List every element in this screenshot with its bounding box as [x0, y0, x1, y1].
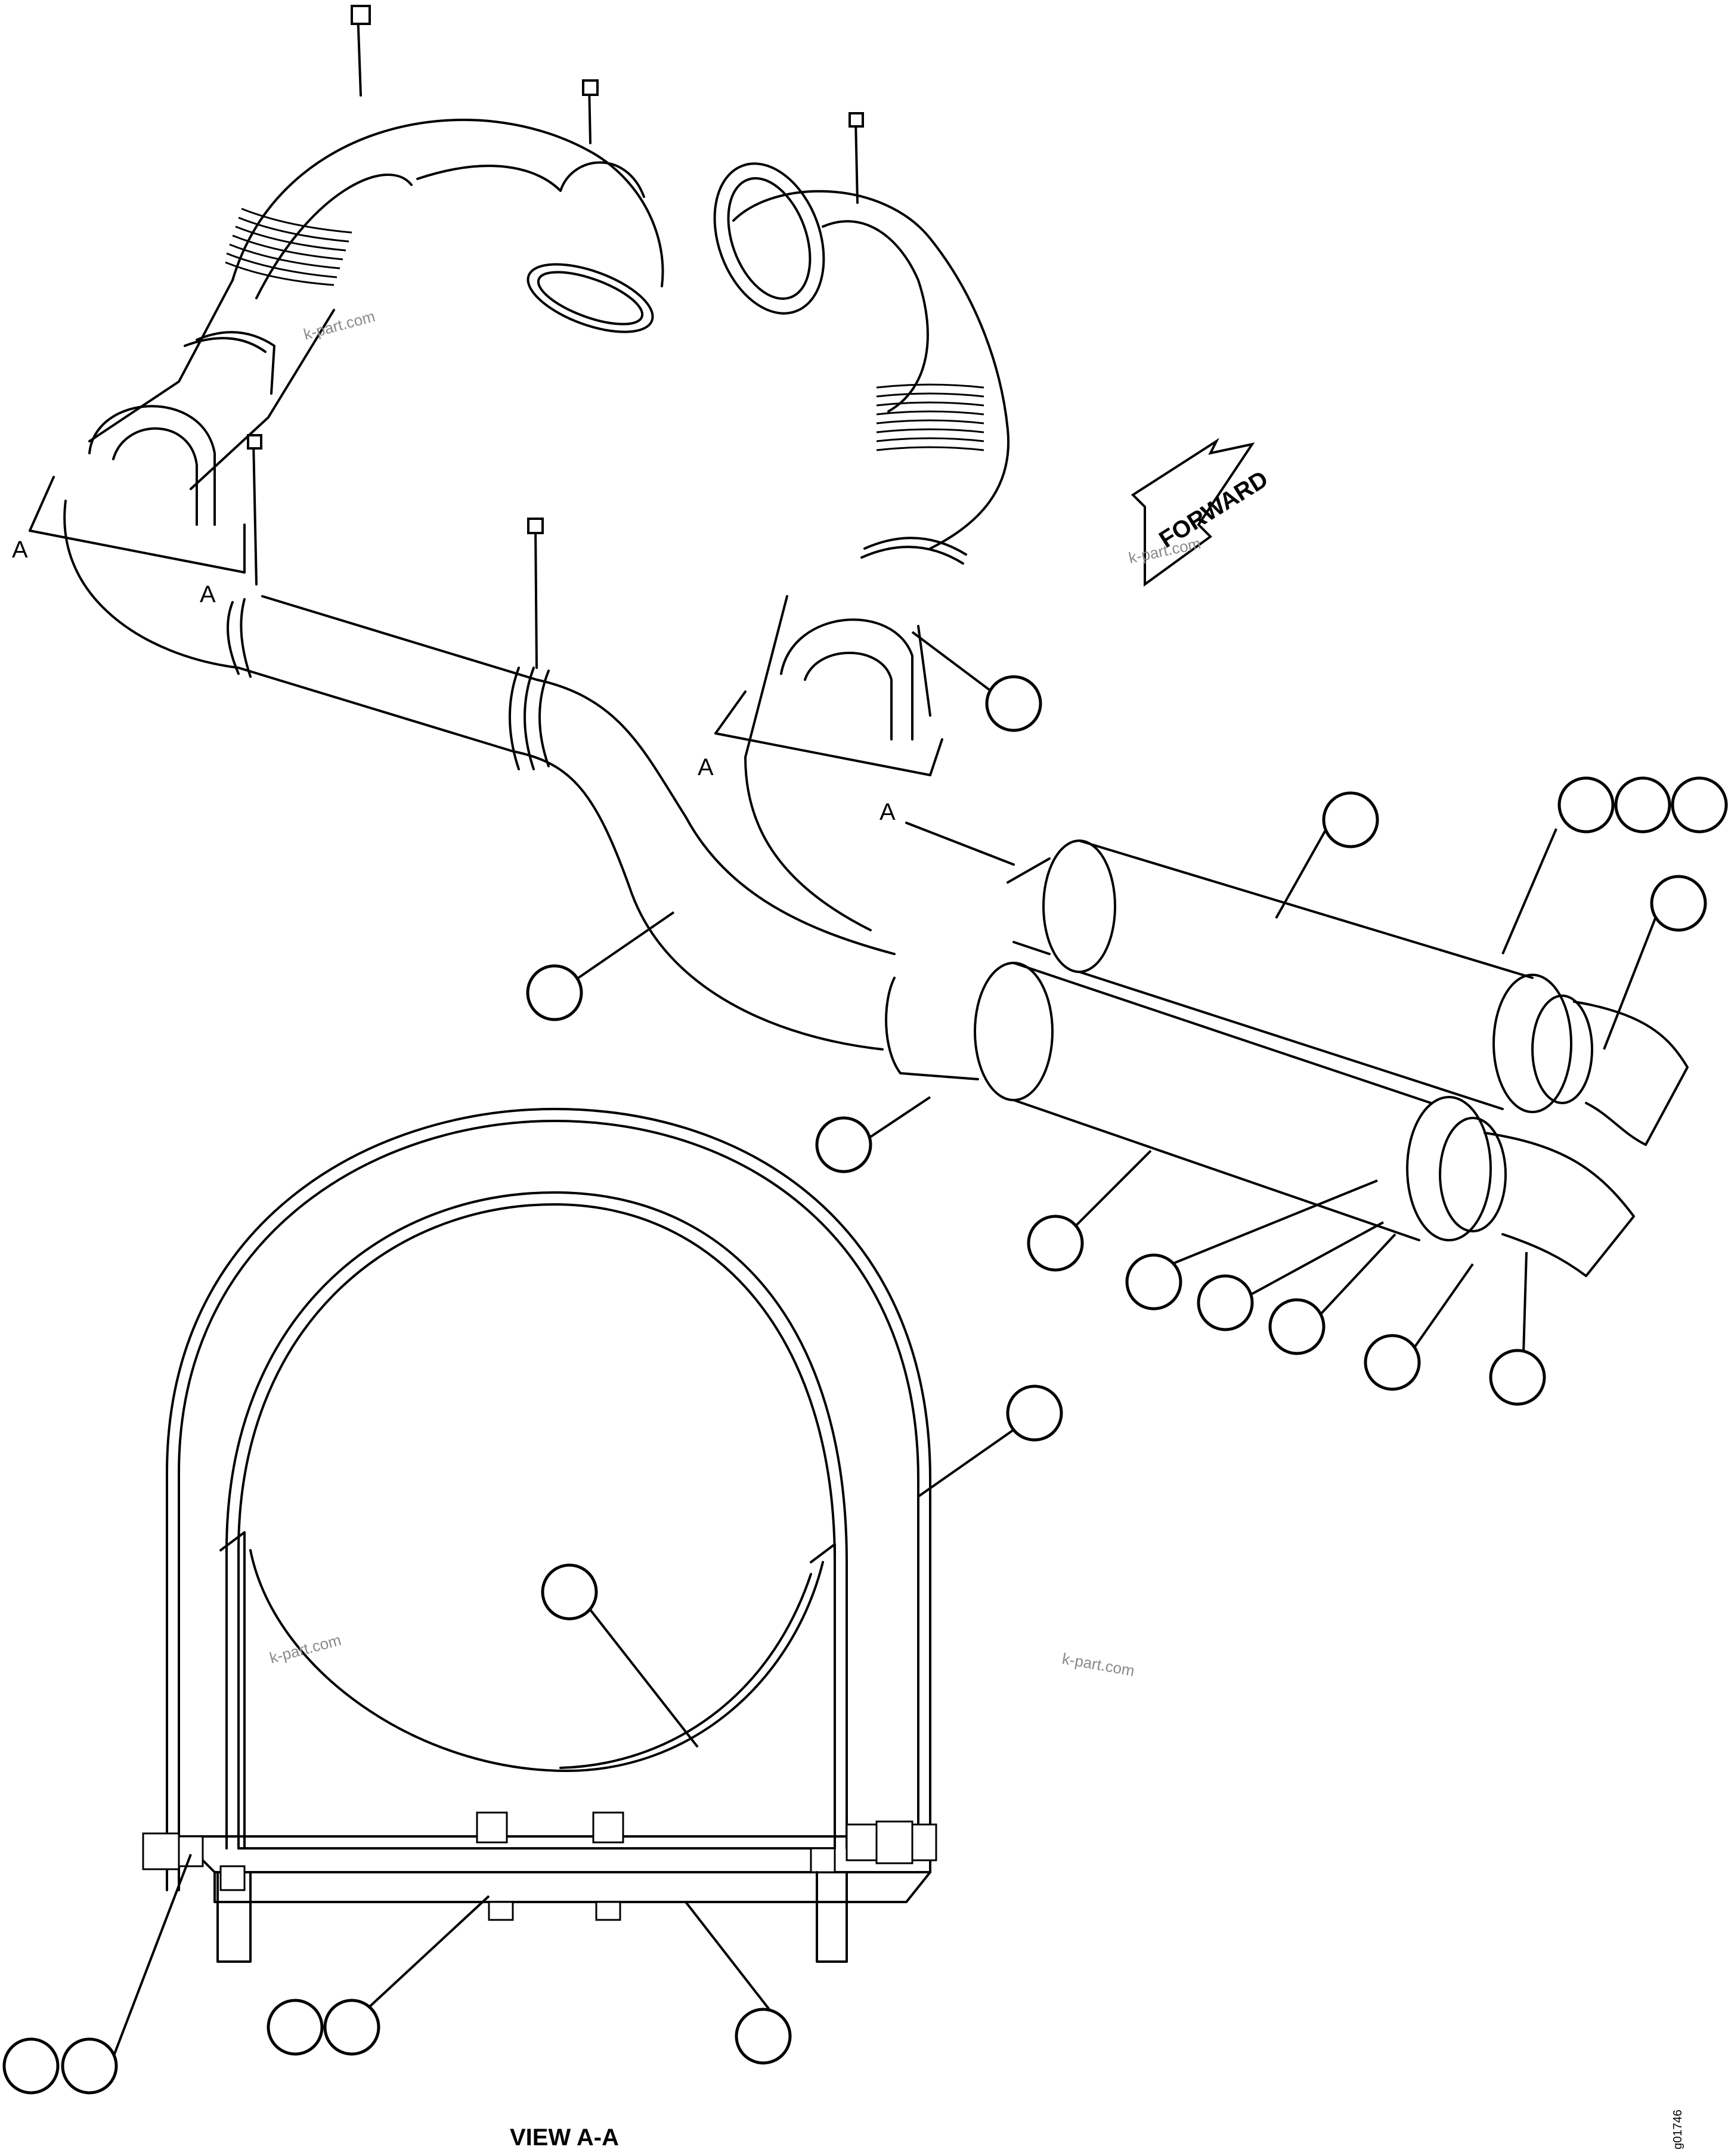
callout-upper-muffler-clamp-a: [1557, 776, 1615, 834]
section-a-label: A: [12, 537, 28, 563]
callout-view-bolt-a: [2, 2037, 60, 2095]
section-a-right: A A: [698, 690, 943, 825]
left-exhaust-pipe: [63, 5, 896, 1051]
callout-view-pipe: [541, 1563, 598, 1621]
callout-leaders: [112, 631, 1659, 2058]
callout-view-strap: [1006, 1384, 1063, 1442]
callout-upper-muffler-clamp-c: [1671, 776, 1728, 834]
watermark: k-part.com: [268, 1631, 343, 1667]
callout-view-bolt-b: [61, 2037, 118, 2095]
callout-lower-muffler-bracket: [1125, 1253, 1182, 1311]
callout-lower-tailpipe: [1489, 1349, 1546, 1406]
callout-lower-pipe: [526, 964, 583, 1021]
forward-arrow: FORWARD: [1131, 438, 1272, 587]
section-a-label: A: [880, 799, 896, 825]
view-nuts: [219, 1811, 836, 1921]
callout-lower-muffler-inlet-clamp: [815, 1116, 872, 1173]
callout-upper-pipe: [985, 675, 1042, 732]
callout-view-nut-a: [267, 1999, 324, 2056]
callout-lower-muffler-washer: [1268, 1298, 1326, 1355]
left-bellows: [225, 207, 352, 286]
drawing-reference: g01746: [1671, 2109, 1684, 2149]
section-a-left: A A: [12, 476, 246, 608]
section-a-label: A: [698, 754, 714, 780]
upper-muffler: [1007, 840, 1689, 1146]
view-a-a: VIEW A-A: [142, 1108, 937, 2151]
left-flange: [527, 263, 654, 333]
callout-upper-muffler: [1322, 791, 1379, 848]
right-flange: [713, 162, 825, 315]
callout-lower-muffler: [1027, 1215, 1084, 1272]
callout-bubbles: [2, 675, 1728, 2095]
callout-view-base-plate: [735, 2008, 792, 2065]
section-a-label: A: [200, 581, 216, 608]
lower-muffler: [885, 962, 1635, 1277]
view-title: VIEW A-A: [510, 2124, 619, 2151]
callout-upper-muffler-clamp-b: [1614, 776, 1671, 834]
watermark: k-part.com: [302, 307, 377, 343]
callout-view-nut-b: [323, 1999, 380, 2056]
right-exhaust-pipe: [713, 112, 1015, 931]
right-bellows: [876, 383, 984, 451]
watermark: k-part.com: [1061, 1649, 1136, 1680]
view-bolt: [142, 1820, 937, 1870]
callout-upper-tailpipe: [1650, 875, 1707, 932]
callout-lower-muffler-outlet-clamp: [1364, 1334, 1421, 1391]
callout-lower-muffler-bolt: [1197, 1274, 1254, 1331]
